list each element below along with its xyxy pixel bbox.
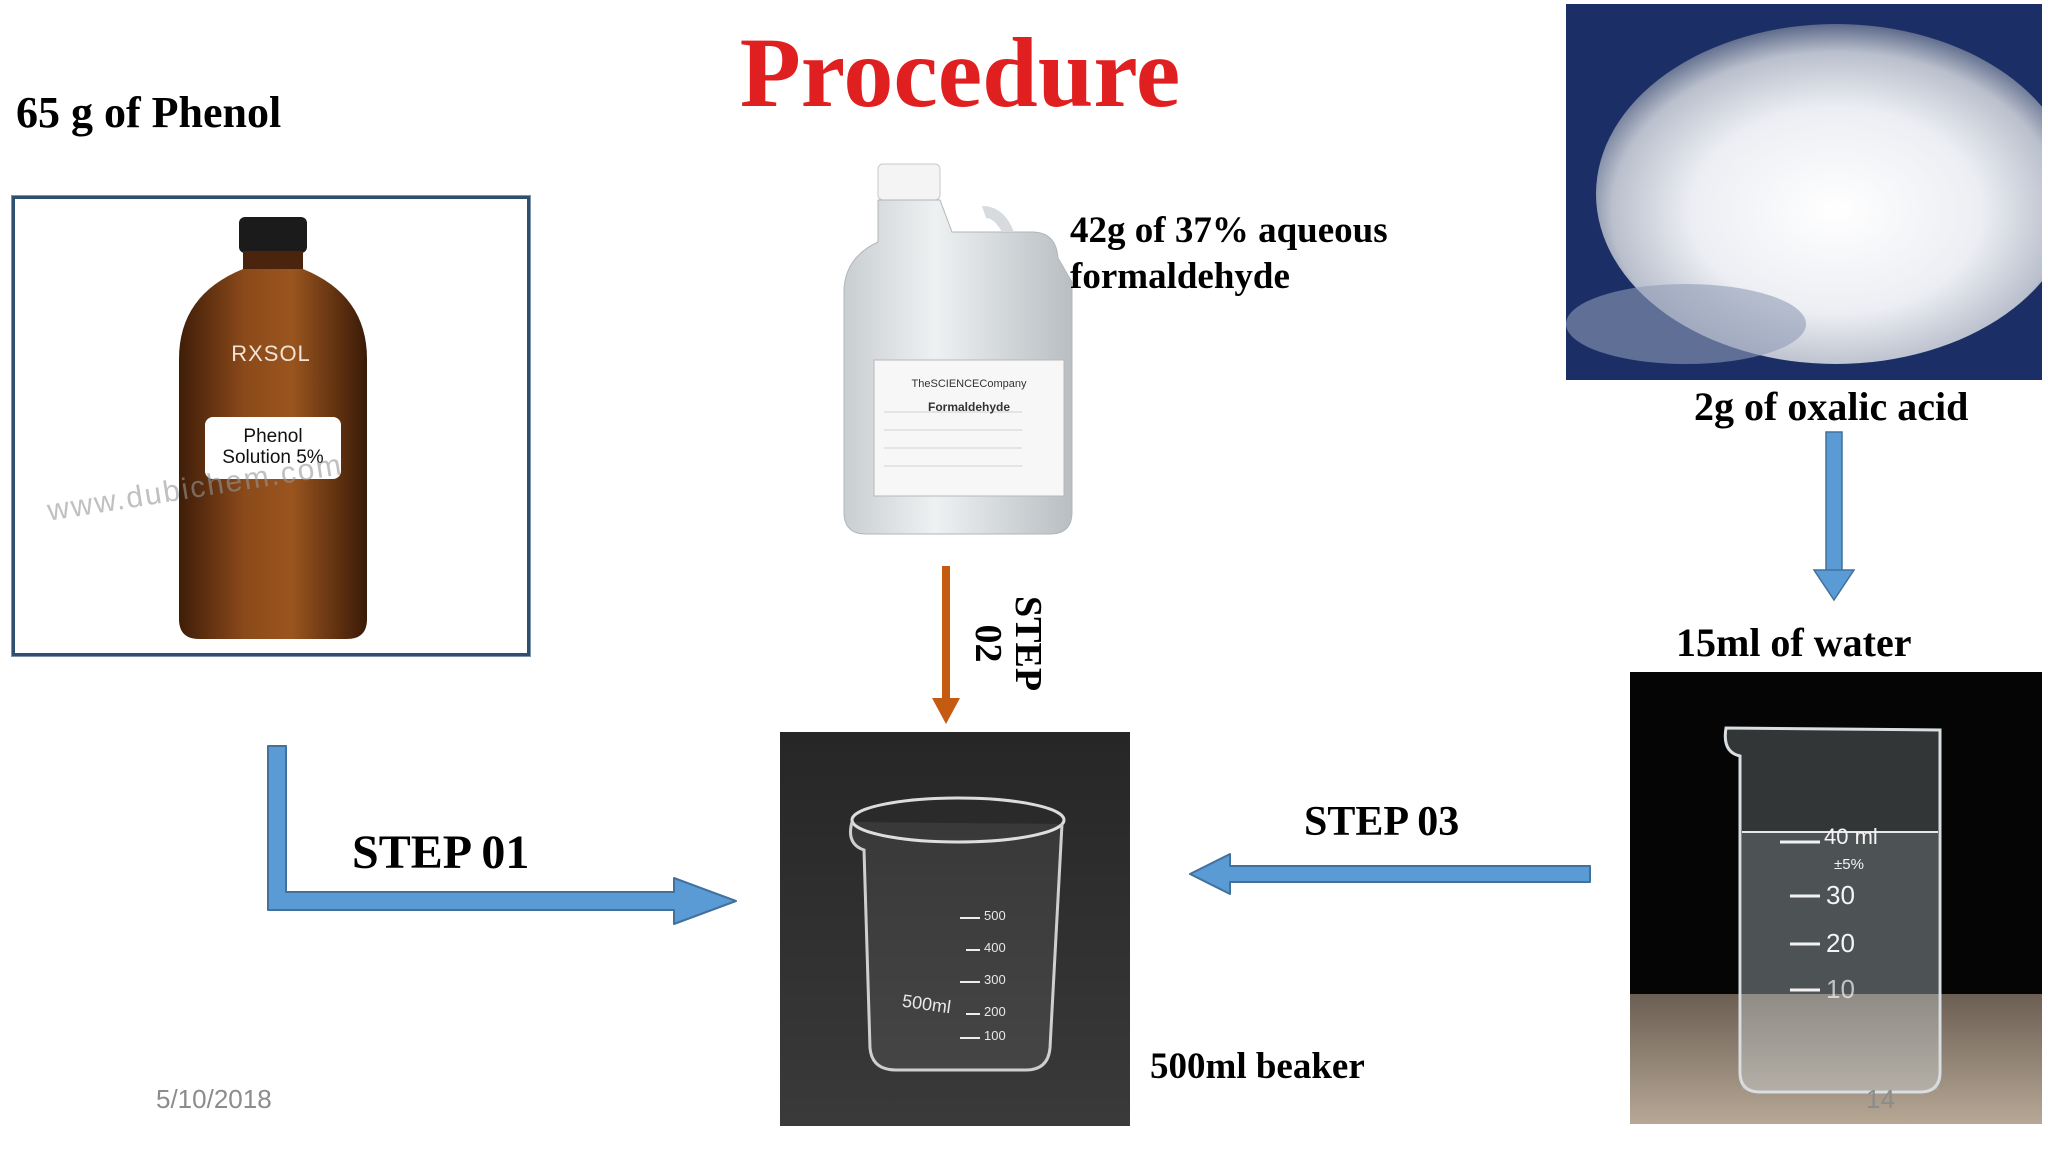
oxalic-acid-label: 2g of oxalic acid: [1694, 384, 1969, 429]
water-beaker-image: 40 ml ±5% 30 20 10: [1630, 672, 2042, 1124]
step-03-label: STEP 03: [1304, 799, 1460, 845]
bottle-label: Phenol Solution 5%: [205, 417, 341, 479]
center-beaker-image: 500 400 300 200 100 500ml: [780, 732, 1130, 1126]
water-mark-tolerance: ±5%: [1834, 856, 1864, 873]
water-to-beaker-arrow: [1189, 853, 1591, 895]
footer-date: 5/10/2018: [156, 1084, 272, 1114]
formaldehyde-to-beaker-arrow: [932, 566, 960, 724]
beaker-mark-500: 500: [984, 908, 1006, 923]
phenol-to-beaker-arrow: [267, 745, 737, 925]
jug-product: Formaldehyde: [927, 400, 1011, 414]
beaker-label: 500ml beaker: [1150, 1046, 1365, 1087]
water-mark-20: 20: [1826, 928, 1855, 958]
footer-page-number: 14: [1866, 1084, 1895, 1114]
step-02-line1: STEP: [1007, 596, 1049, 692]
phenol-label: 65 g of Phenol: [16, 88, 282, 137]
formaldehyde-label-line2: formaldehyde: [1070, 256, 1290, 297]
beaker-mark-100: 100: [984, 1028, 1006, 1043]
formaldehyde-jug-image: TheSCIENCECompany Formaldehyde: [782, 162, 1120, 542]
formaldehyde-label-line1: 42g of 37% aqueous: [1070, 210, 1388, 251]
bottle-label-line1: Phenol: [243, 426, 303, 447]
phenol-bottle-image: RXSOL Phenol Solution 5% www.dubichem.co…: [12, 196, 530, 656]
bottle-brand: RXSOL: [231, 341, 311, 366]
water-mark-30: 30: [1826, 880, 1855, 910]
beaker-mark-300: 300: [984, 972, 1006, 987]
formaldehyde-label: 42g of 37% aqueous formaldehyde: [1070, 208, 1388, 300]
beaker-mark-400: 400: [984, 940, 1006, 955]
bottle-label-line2: Solution 5%: [222, 447, 324, 468]
oxalic-to-water-arrow: [1812, 431, 1856, 602]
oxalic-acid-image: [1566, 4, 2042, 380]
water-mark-10: 10: [1826, 974, 1855, 1004]
step-01-label: STEP 01: [352, 826, 530, 879]
beaker-mark-200: 200: [984, 1004, 1006, 1019]
water-mark-40: 40 ml: [1824, 824, 1878, 849]
jug-company: TheSCIENCECompany: [911, 378, 1027, 390]
slide-title: Procedure: [739, 17, 1181, 128]
step-02-line2: 02: [967, 624, 1009, 663]
step-02-label: STEP 02: [967, 596, 1049, 692]
water-label: 15ml of water: [1676, 620, 1912, 665]
